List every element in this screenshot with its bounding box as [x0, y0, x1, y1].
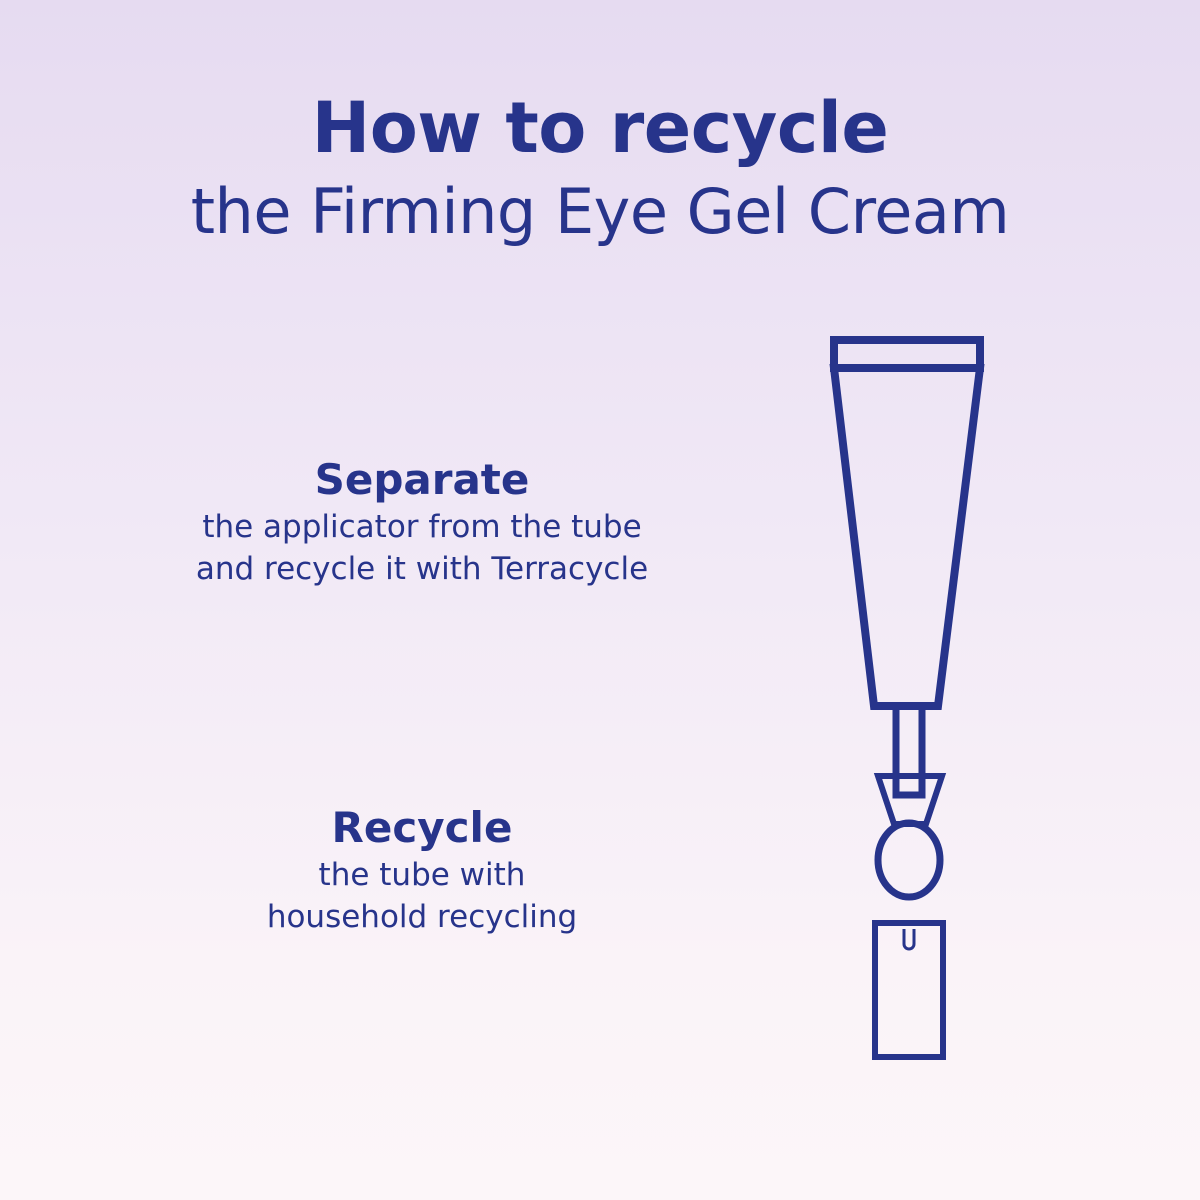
page-title-line-1: How to recycle — [311, 87, 889, 169]
step-recycle-text-line-2: household recycling — [266, 899, 578, 935]
eye-gel-tube-with-applicator-icon — [829, 336, 985, 1060]
tube-crimp — [830, 336, 984, 372]
step-recycle-text-line-1: the tube with — [318, 857, 526, 893]
applicator-ball — [874, 819, 944, 901]
tube-nozzle — [892, 706, 926, 799]
step-separate-heading: Separate — [314, 455, 530, 504]
tube-cap-slot — [902, 929, 916, 951]
tube-body — [829, 364, 985, 710]
step-recycle-heading: Recycle — [331, 803, 513, 852]
applicator-holder — [873, 773, 947, 827]
tube-cap — [872, 920, 946, 1060]
page-title-line-2: the Firming Eye Gel Cream — [190, 175, 1010, 248]
step-separate-text-line-1: the applicator from the tube — [202, 509, 642, 545]
step-separate: Separate the applicator from the tube an… — [122, 454, 722, 590]
page-title: How to recycle the Firming Eye Gel Cream — [0, 86, 1200, 254]
step-recycle: Recycle the tube with household recyclin… — [122, 802, 722, 938]
step-separate-text-line-2: and recycle it with Terracycle — [195, 551, 649, 587]
